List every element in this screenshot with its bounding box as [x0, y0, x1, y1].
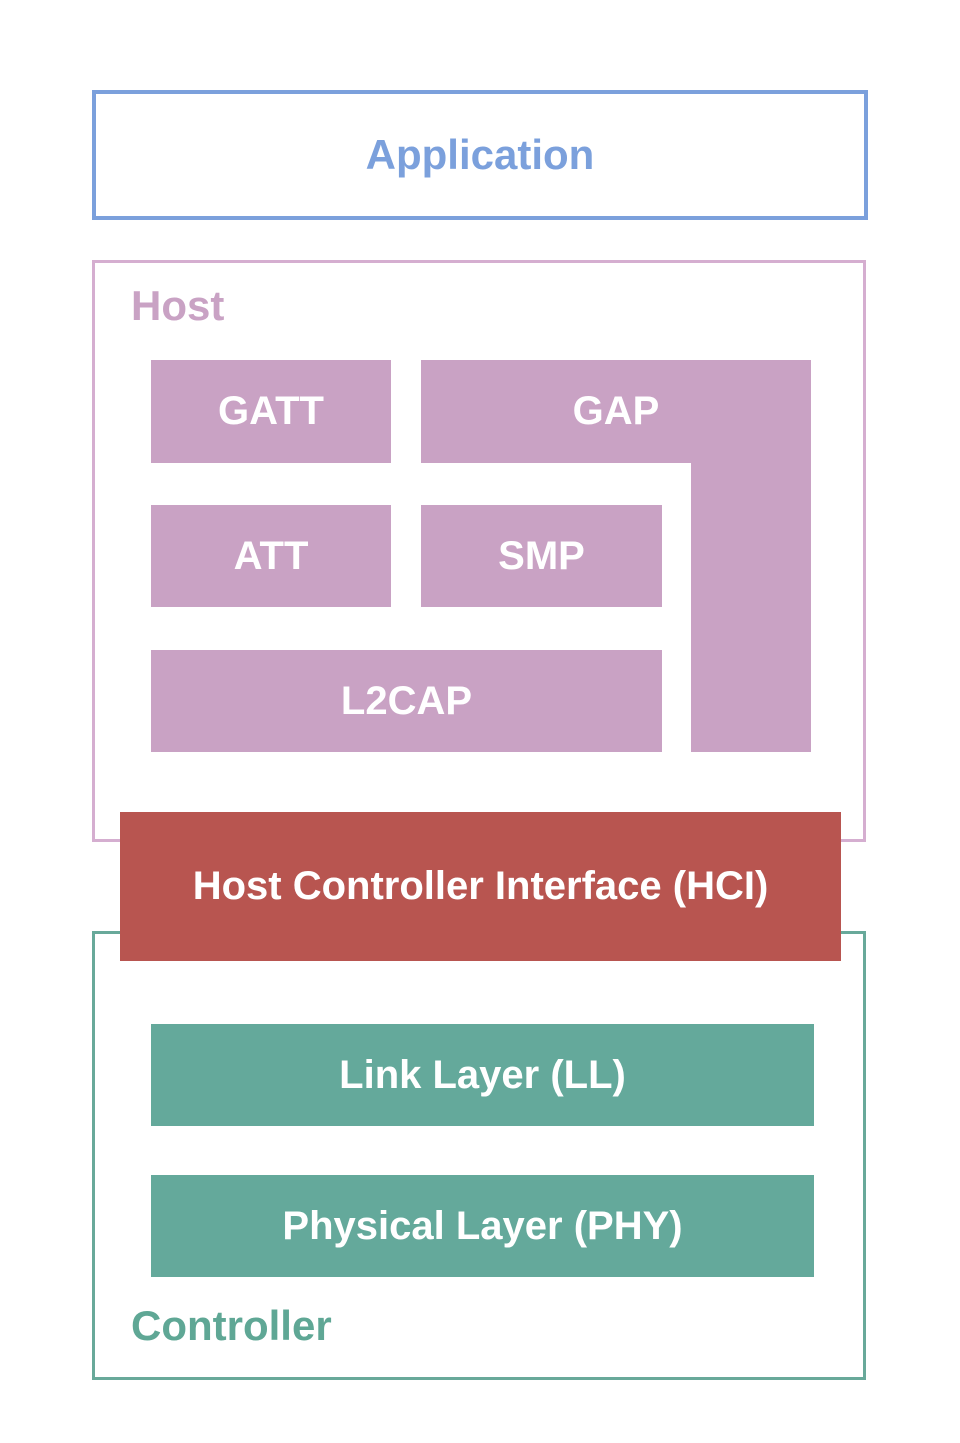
- link-layer-block: Link Layer (LL): [151, 1024, 814, 1126]
- l2cap-block: L2CAP: [151, 650, 662, 752]
- physical-layer-label: Physical Layer (PHY): [282, 1203, 683, 1248]
- hci-label: Host Controller Interface (HCI): [192, 864, 769, 908]
- l2cap-label: L2CAP: [340, 678, 473, 723]
- application-label: Application: [365, 131, 595, 178]
- gatt-label: GATT: [218, 389, 324, 433]
- controller-box: Link Layer (LL) Physical Layer (PHY) Con…: [92, 931, 866, 1380]
- gap-block-extension: [691, 463, 811, 752]
- smp-label: SMP: [498, 533, 585, 578]
- host-label: Host: [131, 282, 225, 329]
- controller-label: Controller: [131, 1302, 332, 1349]
- hci-block: Host Controller Interface (HCI): [120, 812, 841, 961]
- smp-block: SMP: [421, 505, 662, 607]
- application-box: Application: [92, 90, 868, 220]
- att-label: ATT: [233, 533, 309, 578]
- gap-label: GAP: [572, 389, 660, 433]
- link-layer-label: Link Layer (LL): [339, 1052, 626, 1097]
- physical-layer-block: Physical Layer (PHY): [151, 1175, 814, 1277]
- gatt-block: GATT: [151, 360, 391, 463]
- att-block: ATT: [151, 505, 391, 607]
- gap-block: GAP: [421, 360, 811, 463]
